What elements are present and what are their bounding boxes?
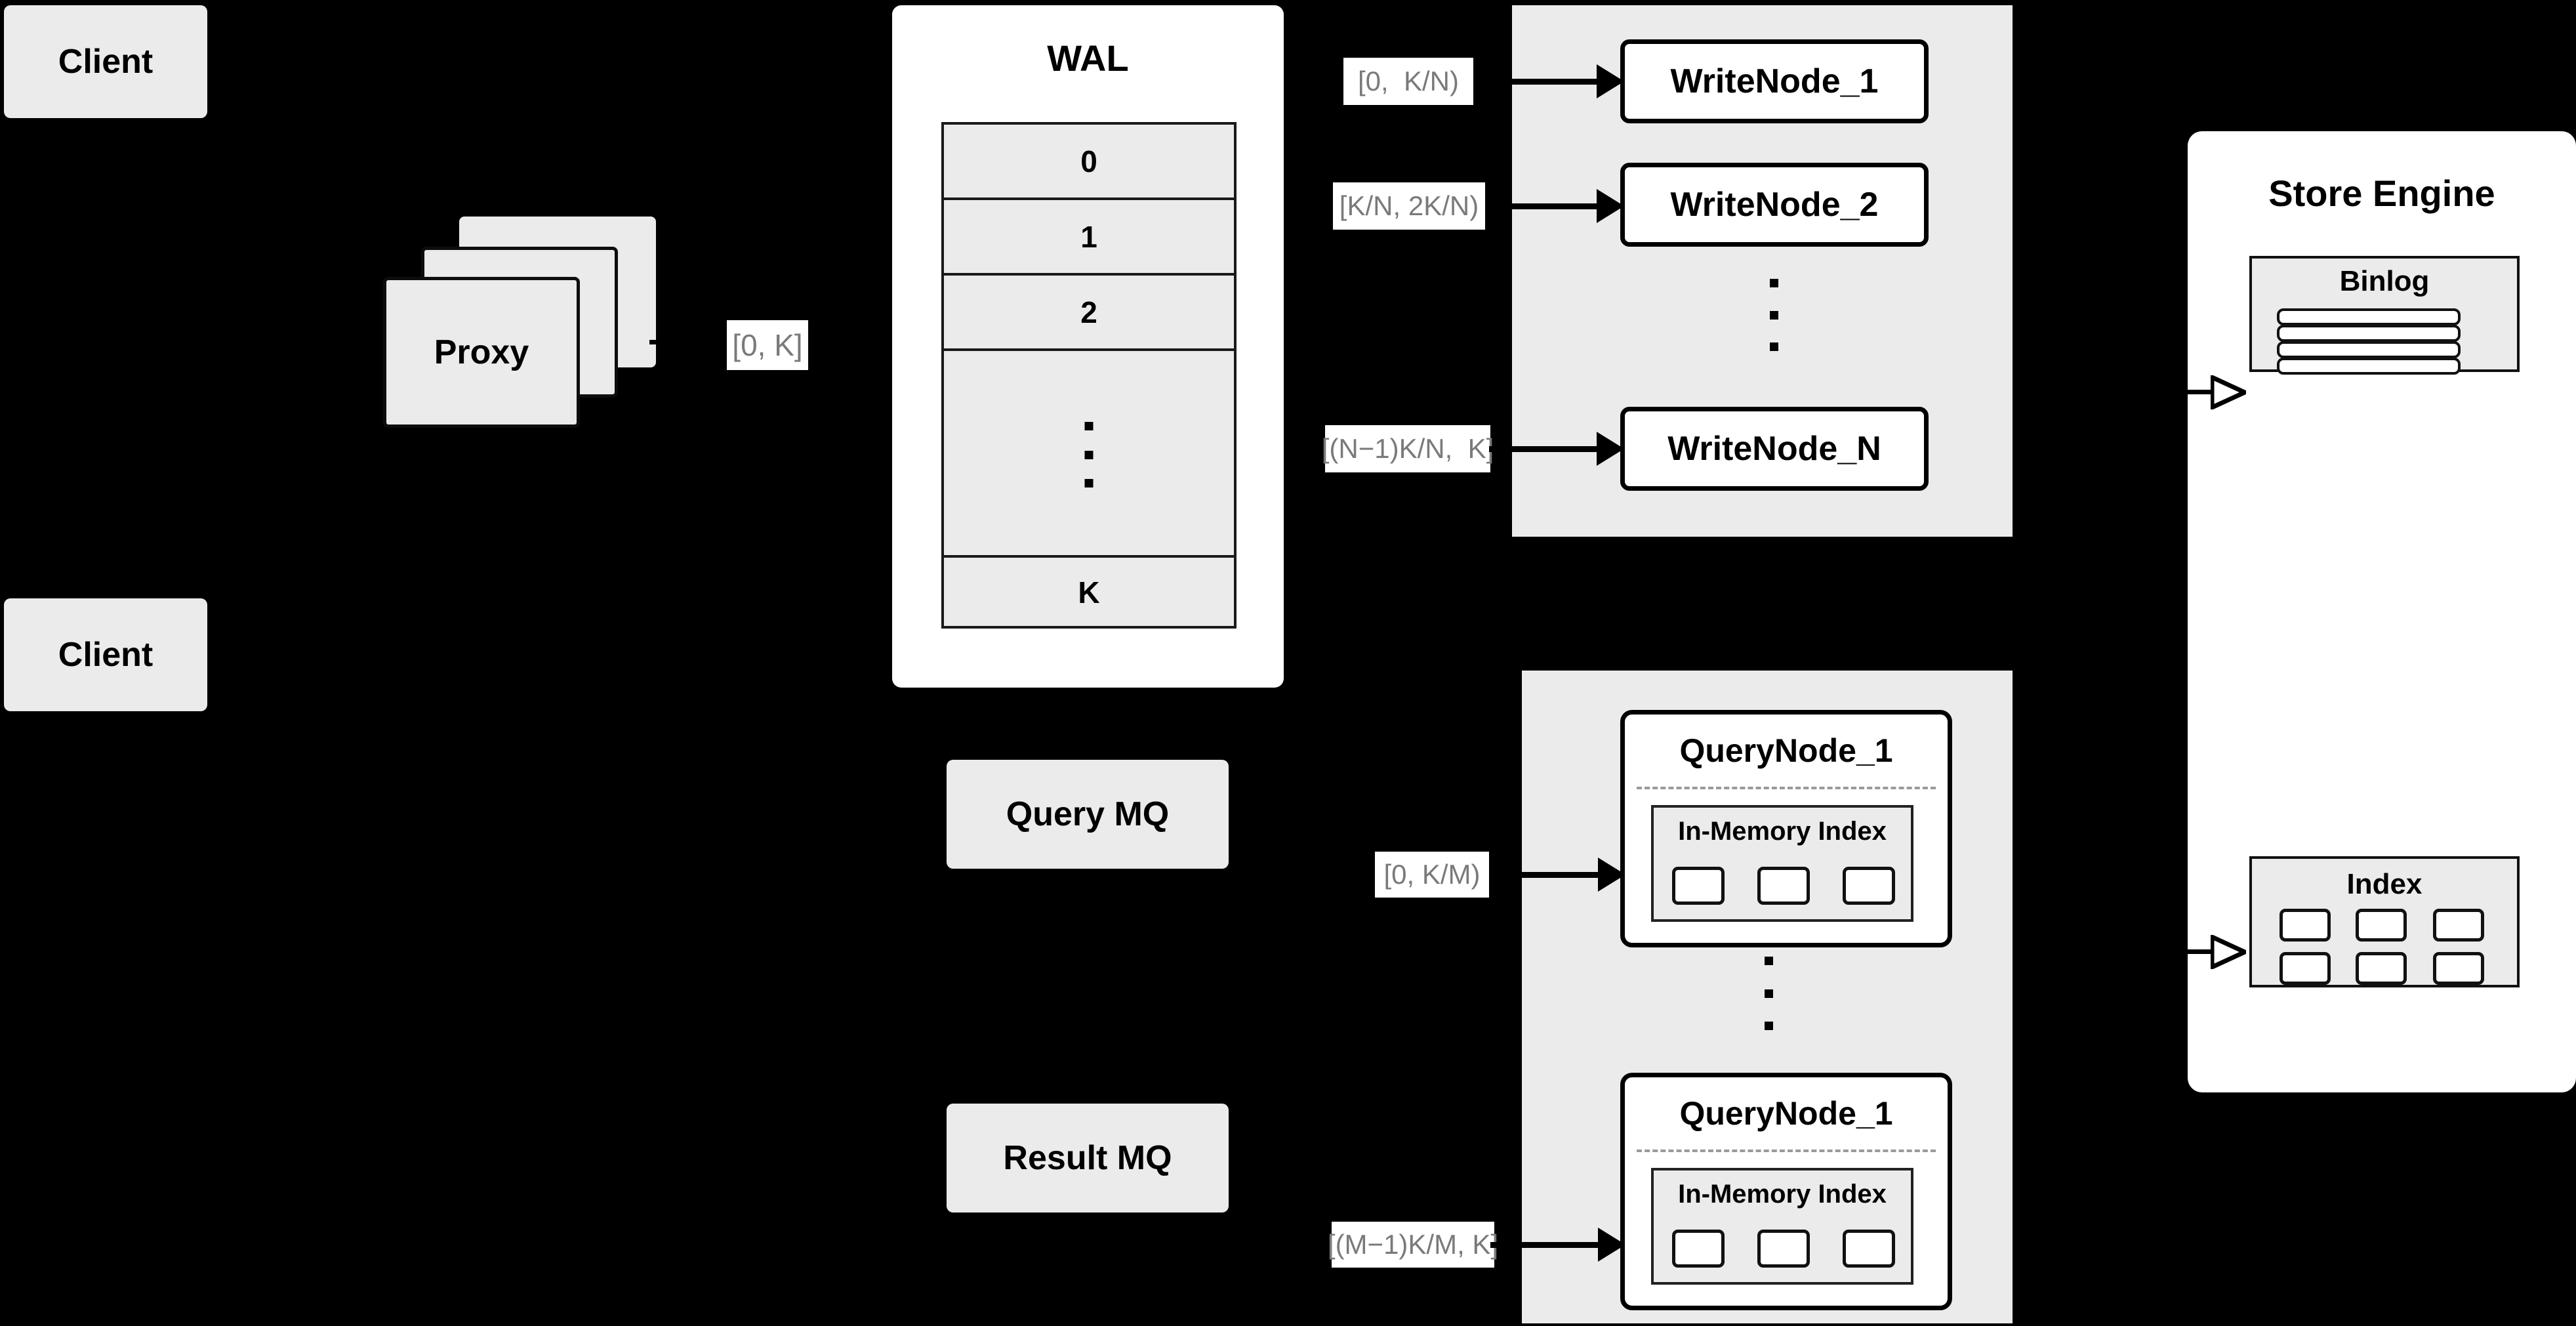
index-cell: [1843, 867, 1895, 905]
arrow-line-writenode-2: [1489, 203, 1614, 209]
query-node-m-divider: [1637, 1150, 1936, 1152]
index-cell: [1757, 1230, 1810, 1268]
index-panel: Index: [2249, 856, 2520, 987]
write-node-1[interactable]: WriteNode_1: [1620, 39, 1929, 123]
query-node-1-divider: [1637, 787, 1936, 789]
proxy-label: Proxy: [434, 333, 529, 371]
wal-cell-value: 0: [1080, 144, 1097, 178]
arrow-line-to-binlog: [2179, 390, 2213, 394]
arrow-head-writenode-n: [1597, 432, 1624, 466]
arrow-head-open-binlog-icon: [2211, 375, 2246, 409]
query-node-m-label: QueryNode_1: [1679, 1095, 1893, 1132]
write-node-n-label: WriteNode_N: [1667, 430, 1881, 468]
index-cell: [2433, 909, 2484, 942]
binlog-row: [2277, 308, 2461, 325]
arrow-line-querynode-1: [1490, 872, 1615, 878]
store-engine-title: Store Engine: [2268, 173, 2495, 214]
index-cell: [2356, 909, 2407, 942]
wal-row-2: 2: [944, 276, 1234, 351]
binlog-panel: Binlog: [2249, 256, 2520, 375]
index-cell: [2280, 952, 2331, 985]
wal-title: WAL: [1047, 37, 1129, 79]
arrow-line-querynode-m: [1490, 1242, 1615, 1248]
write-node-n[interactable]: WriteNode_N: [1620, 407, 1929, 491]
query-node-1-label: QueryNode_1: [1679, 732, 1893, 769]
query-mq-label: Query MQ: [1006, 795, 1170, 833]
arrow-head-writenode-1: [1597, 64, 1624, 98]
wal-row-ellipsis: [944, 351, 1234, 558]
query-node-m[interactable]: QueryNode_1 In-Memory Index: [1620, 1073, 1952, 1310]
index-cell: [2280, 909, 2331, 942]
wal-cell-value: 1: [1080, 219, 1097, 254]
index-cell: [2433, 952, 2484, 985]
query-node-m-index-title: In-Memory Index: [1678, 1180, 1887, 1209]
client-box-1[interactable]: Client: [4, 5, 207, 118]
wal-cell-value: K: [1078, 575, 1100, 610]
result-mq-box[interactable]: Result MQ: [947, 1104, 1229, 1212]
wal-table: 0 1 2 K: [941, 122, 1237, 629]
client-box-2[interactable]: Client: [4, 598, 207, 711]
write-node-1-label: WriteNode_1: [1670, 62, 1879, 100]
wal-row-k: K: [944, 558, 1234, 627]
arrow-head-open-index-icon: [2211, 935, 2246, 969]
query-node-1[interactable]: QueryNode_1 In-Memory Index: [1620, 710, 1952, 947]
proxy-wal-connector: [649, 340, 676, 344]
query-group-vertical-ellipsis-icon: [1765, 957, 1773, 1030]
query-node-1-in-memory-index: In-Memory Index: [1651, 805, 1913, 922]
write-node-2[interactable]: WriteNode_2: [1620, 163, 1929, 247]
wal-vertical-ellipsis-icon: [1084, 422, 1094, 487]
range-label-querynode-m: [(M−1)K/M, K]: [1328, 1222, 1498, 1268]
wal-container: WAL 0 1 2 K: [892, 5, 1284, 688]
arrow-line-to-index: [2179, 949, 2213, 954]
wal-cell-value: 2: [1080, 295, 1097, 329]
arrow-line-writenode-n: [1489, 446, 1614, 452]
query-node-m-in-memory-index: In-Memory Index: [1651, 1168, 1913, 1285]
binlog-title: Binlog: [2339, 265, 2430, 297]
index-cell: [1843, 1230, 1895, 1268]
binlog-row: [2277, 325, 2461, 342]
range-label-proxy-to-wal: [0, K]: [727, 320, 808, 370]
query-mq-box[interactable]: Query MQ: [947, 760, 1229, 869]
wal-row-1: 1: [944, 200, 1234, 276]
range-label-writenode-1: [0, K/N): [1343, 58, 1473, 105]
store-engine-container: Store Engine Binlog Index: [2188, 131, 2576, 1092]
client-label-1: Client: [58, 43, 153, 81]
proxy-stack[interactable]: Proxy: [380, 217, 669, 428]
arrow-head-writenode-2: [1597, 189, 1624, 223]
index-cell: [1757, 867, 1810, 905]
index-cell: [2356, 952, 2407, 985]
index-title: Index: [2346, 868, 2423, 900]
proxy-card-front[interactable]: Proxy: [383, 277, 580, 428]
query-node-1-index-title: In-Memory Index: [1678, 817, 1887, 846]
index-cell: [1672, 1230, 1725, 1268]
result-mq-label: Result MQ: [1003, 1139, 1172, 1177]
range-label-writenode-2: [K/N, 2K/N): [1333, 182, 1485, 230]
range-label-writenode-n: [(N−1)K/N, K]: [1322, 425, 1494, 472]
binlog-row: [2277, 341, 2461, 358]
client-label-2: Client: [58, 636, 153, 674]
range-label-querynode-1: [0, K/M): [1375, 852, 1489, 898]
arrow-line-writenode-1: [1489, 79, 1614, 85]
binlog-row: [2277, 358, 2461, 375]
write-node-2-label: WriteNode_2: [1670, 186, 1879, 224]
index-cell: [1672, 867, 1725, 905]
write-group-vertical-ellipsis-icon: [1770, 279, 1778, 351]
wal-row-0: 0: [944, 125, 1234, 200]
